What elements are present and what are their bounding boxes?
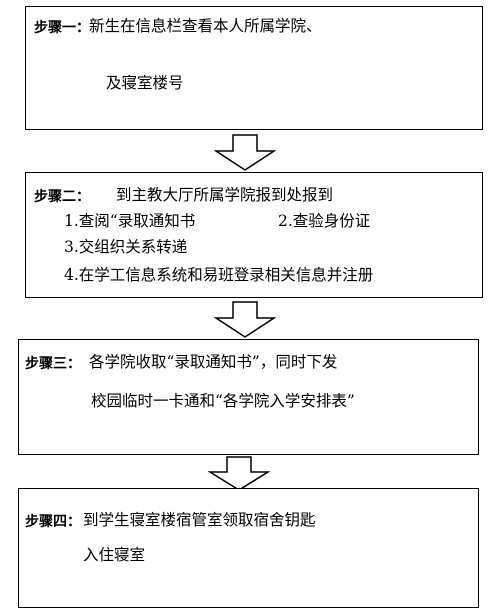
step-3-box: 步骤三： 各学院收取“录取通知书”，同时下发 校园临时一卡通和“各学院入学安排表… <box>18 339 479 455</box>
down-arrow-icon <box>208 456 270 491</box>
step-1-line-2: 及寝室楼号 <box>106 74 184 92</box>
step-4-box: 步骤四： 到学生寝室楼宿管室领取宿舍钥匙 入住寝室 <box>18 488 479 608</box>
step-2-item-4: 4.在学工信息系统和易班登录相关信息并注册 <box>64 266 374 284</box>
step-3-label: 步骤三： <box>25 356 81 372</box>
step-2-item-3: 3.交组织关系转递 <box>64 238 188 256</box>
step-2-label: 步骤二： <box>34 189 90 205</box>
step-4-label: 步骤四： <box>25 514 81 530</box>
step-1-line-1: 新生在信息栏查看本人所属学院、 <box>89 17 322 35</box>
step-4-line-1: 到学生寝室楼宿管室领取宿舍钥匙 <box>83 511 316 529</box>
step-3-line-1: 各学院收取“录取通知书”，同时下发 <box>89 353 338 371</box>
step-1-box: 步骤一： 新生在信息栏查看本人所属学院、 及寝室楼号 <box>25 6 483 130</box>
step-2-box: 步骤二： 到主教大厅所属学院报到处报到 1.查阅“录取通知书 2.查验身份证 3… <box>25 172 483 298</box>
down-arrow-icon <box>214 134 276 171</box>
step-4-line-2: 入住寝室 <box>83 546 146 564</box>
step-2-line-1: 到主教大厅所属学院报到处报到 <box>116 186 334 204</box>
step-3-line-2: 校园临时一卡通和“各学院入学安排表” <box>91 392 355 410</box>
step-2-item-1: 1.查阅“录取通知书 <box>64 212 196 230</box>
step-1-label: 步骤一： <box>34 20 90 36</box>
down-arrow-icon <box>214 301 276 338</box>
step-2-item-2: 2.查验身份证 <box>278 212 371 230</box>
